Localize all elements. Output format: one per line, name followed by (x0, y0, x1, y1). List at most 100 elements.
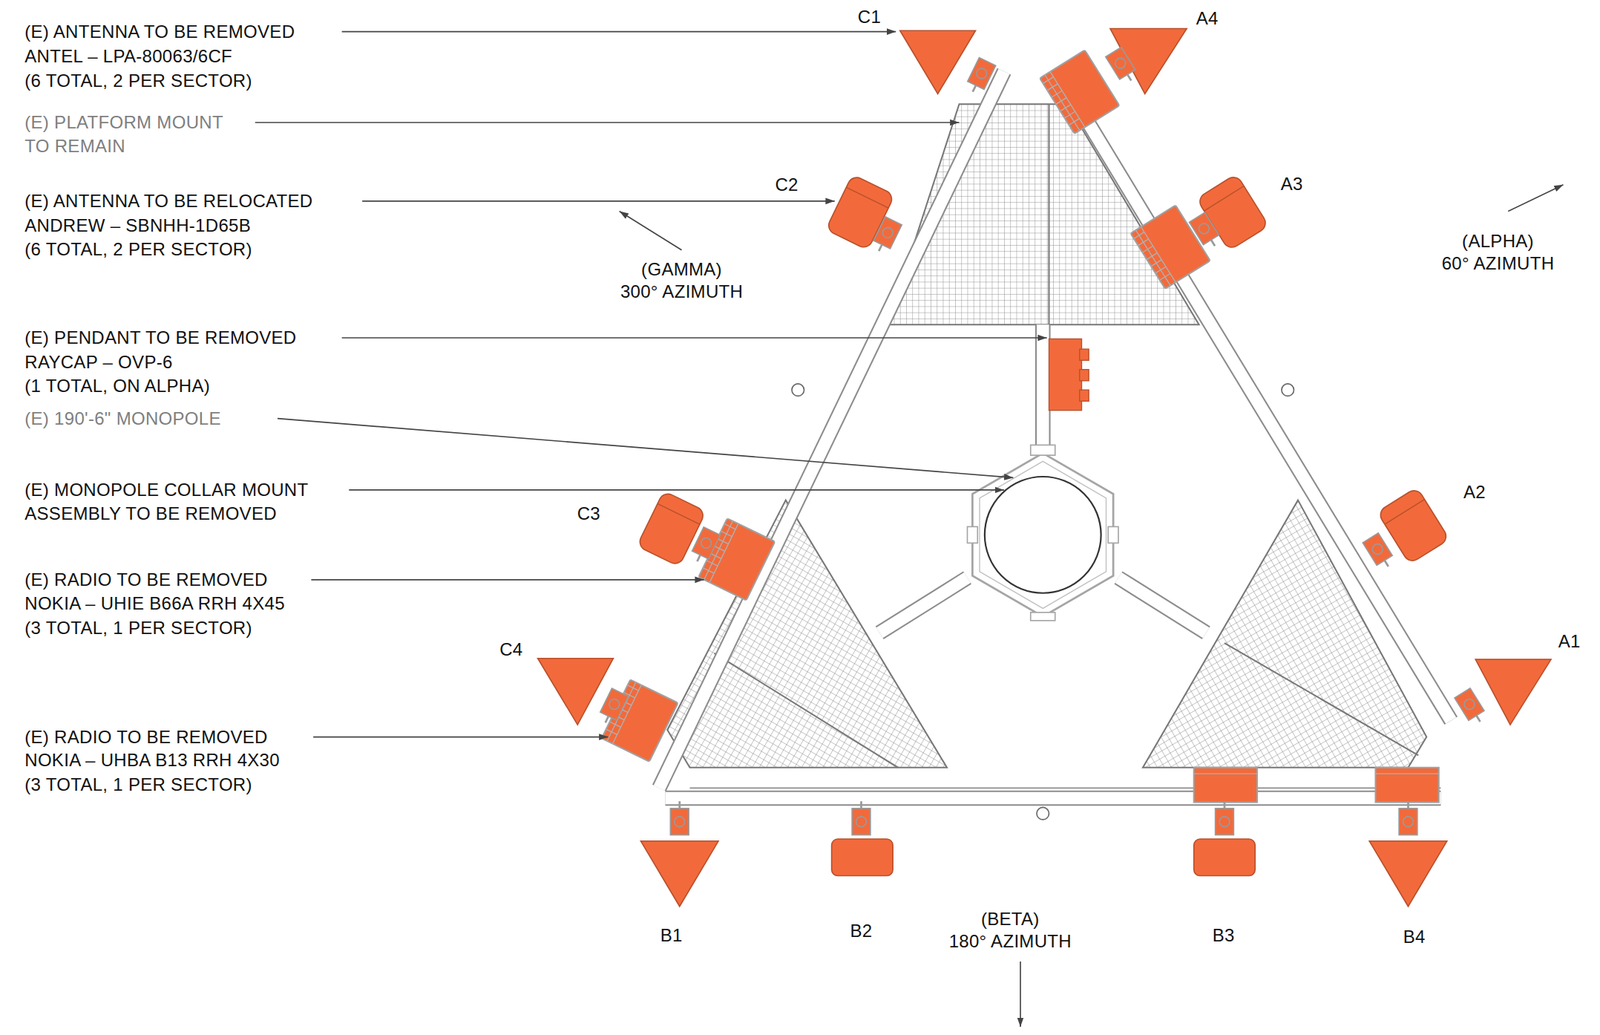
callout-note: ANTEL – LPA-80063/6CF (22, 46, 235, 67)
leader-line (255, 31, 1048, 737)
antenna (900, 30, 976, 94)
callout-note: ASSEMBLY TO BE REMOVED (22, 503, 280, 524)
radio-unit (1039, 49, 1120, 133)
antenna (538, 28, 1552, 906)
leader-line (313, 736, 608, 738)
pendant (1079, 348, 1089, 360)
grating (1142, 500, 1427, 768)
callout-note: TO REMAIN (22, 135, 128, 157)
leader-line (342, 336, 1048, 339)
platform-frame (879, 577, 967, 633)
mount-bracket (1215, 800, 1235, 835)
platform-frame (1036, 806, 1050, 819)
platform-frame (658, 71, 1005, 788)
pendant (1079, 389, 1089, 401)
callout-note: (E) PENDANT TO BE REMOVED (22, 327, 299, 349)
platform-frame (879, 577, 967, 633)
mount-bracket (670, 800, 689, 835)
callout-note: (1 TOTAL, ON ALPHA) (22, 375, 213, 397)
azimuth-arrow (619, 184, 1564, 1027)
platform-frame (1057, 71, 1452, 720)
platform-frame (1281, 383, 1295, 396)
mount-bracket (964, 57, 996, 96)
radio-unit (1194, 767, 1258, 803)
antenna-id: C4 (497, 638, 525, 660)
panel-antenna (636, 173, 1450, 567)
monopole-collar (967, 444, 1120, 620)
antenna (1194, 838, 1256, 875)
sector-azimuth: (GAMMA) (638, 258, 725, 280)
callout-note: (E) MONOPOLE COLLAR MOUNT (22, 479, 311, 501)
sector-azimuth: 180° AZIMUTH (946, 930, 1074, 952)
leader-line (255, 121, 960, 124)
grating (667, 103, 1427, 768)
platform-frame (658, 71, 1451, 798)
antenna (831, 838, 894, 875)
callout-note: (E) ANTENNA TO BE RELOCATED (22, 190, 315, 212)
antenna-id: C2 (772, 174, 800, 196)
mount-bracket (597, 687, 629, 727)
antenna-id: A4 (1194, 8, 1221, 29)
platform-frame (1036, 324, 1050, 455)
leader-line (310, 578, 704, 581)
callout-note: (E) RADIO TO BE REMOVED (22, 726, 270, 748)
platform-frame (665, 790, 1442, 806)
antenna-id: B3 (1210, 924, 1238, 946)
callout-note: (E) 190'-6" MONOPOLE (22, 408, 224, 429)
monopole-collar (1030, 444, 1056, 455)
grating (667, 500, 947, 768)
antenna (1369, 840, 1448, 907)
platform-frame (665, 791, 1442, 804)
mount-bracket (870, 216, 902, 256)
antenna-id: A1 (1556, 630, 1583, 652)
platform-frame (1035, 324, 1051, 455)
antenna-id: A3 (1278, 173, 1306, 195)
pendant (1079, 369, 1089, 381)
mount-bracket (1454, 687, 1488, 727)
antenna-id: B1 (658, 924, 685, 946)
platform-frame (1118, 577, 1206, 633)
mount-bracket (597, 47, 1488, 835)
mount-bracket (851, 800, 871, 835)
platform-frame (1057, 71, 1452, 720)
leader-line (362, 200, 835, 202)
mount-bracket (1105, 47, 1140, 87)
antenna (641, 840, 720, 907)
callout-note: RAYCAP – OVP-6 (22, 351, 175, 373)
monopole-collar (1030, 612, 1056, 621)
pendant (1049, 338, 1090, 410)
callout-note: ANDREW – SBNHH-1D65B (22, 215, 254, 236)
mount-bracket (688, 526, 720, 566)
monopole-collar (967, 526, 979, 543)
monopole-collar (1107, 526, 1119, 543)
grating (1047, 103, 1050, 325)
callout-note: (E) PLATFORM MOUNT (22, 112, 226, 133)
platform-frame (1118, 577, 1206, 633)
grating (1224, 642, 1419, 755)
callout-note: (E) RADIO TO BE REMOVED (22, 569, 270, 590)
antenna-id: A2 (1461, 481, 1488, 503)
panel-antenna (636, 490, 706, 567)
radio-unit (1194, 772, 1439, 774)
platform-frame (791, 383, 805, 396)
callout-note: (3 TOTAL, 1 PER SECTOR) (22, 617, 255, 639)
platform-frame (690, 786, 1442, 789)
antenna (538, 658, 614, 725)
mount-bracket (1362, 532, 1396, 572)
antenna (1475, 658, 1552, 725)
monopole-collar (972, 452, 1114, 616)
radio-unit (1375, 767, 1439, 803)
monopole (984, 476, 1102, 593)
leader-line (342, 31, 897, 33)
callout-note: NOKIA – UHBA B13 RRH 4X30 (22, 749, 283, 771)
sector-azimuth: 60° AZIMUTH (1439, 253, 1557, 274)
antenna-id: B2 (848, 920, 875, 942)
platform-frame (658, 71, 1005, 788)
antenna-id: B4 (1401, 926, 1428, 947)
sector-azimuth: (BETA) (978, 908, 1042, 930)
mount-bracket (1398, 800, 1418, 835)
callout-note: (6 TOTAL, 2 PER SECTOR) (22, 70, 255, 92)
azimuth-arrow (1507, 184, 1563, 212)
leader-line (348, 489, 1005, 491)
